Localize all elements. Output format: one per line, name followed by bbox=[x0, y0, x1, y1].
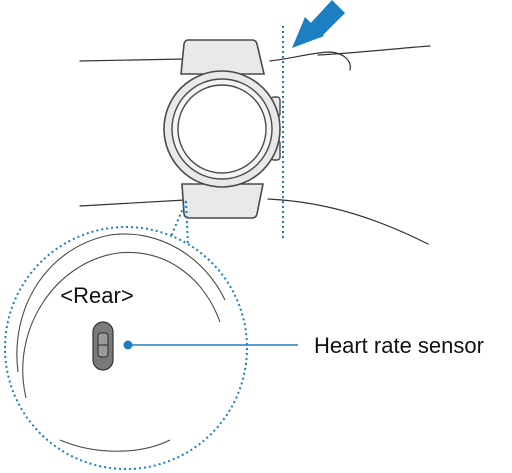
rear-case-outline bbox=[16, 233, 226, 373]
rear-label: <Rear> bbox=[60, 283, 133, 308]
rear-case-inner-outline bbox=[22, 251, 221, 399]
strap-bottom bbox=[181, 183, 264, 219]
position-arrow-icon bbox=[292, 0, 345, 48]
heart-rate-sensor-label: Heart rate sensor bbox=[314, 333, 484, 358]
strap-top bbox=[180, 39, 266, 75]
rear-case-lower-outline bbox=[59, 439, 171, 452]
watch-screen bbox=[177, 84, 267, 174]
arm-outline bbox=[79, 45, 431, 245]
rear-view-callout: <Rear> bbox=[4, 226, 298, 470]
heart-rate-sensor-icon bbox=[92, 321, 114, 371]
